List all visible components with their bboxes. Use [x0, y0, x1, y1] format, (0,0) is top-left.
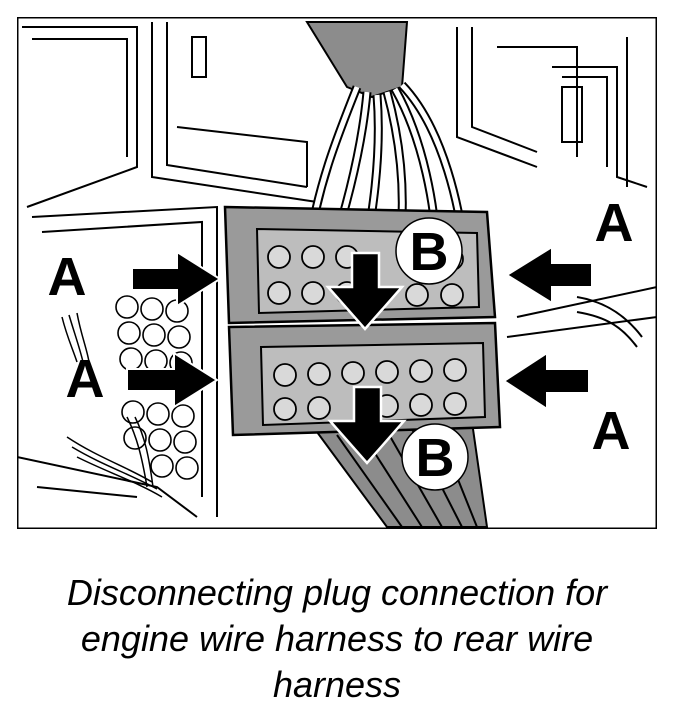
- squeeze-arrows: [126, 245, 593, 411]
- callout-labels: A A A A B B: [48, 193, 634, 488]
- callout-a-bottom-left: A: [66, 349, 105, 409]
- caption-line-3: harness: [272, 664, 402, 705]
- pull-arrows: [325, 251, 407, 465]
- callout-a-bottom-right: A: [592, 401, 631, 461]
- arrow-a-top-left: [131, 250, 222, 308]
- b-circles: [395, 217, 469, 491]
- callout-b-top: B: [410, 222, 449, 282]
- callout-a-top-right: A: [595, 193, 634, 253]
- lower-left-wires: [61, 312, 163, 498]
- background-chassis: [17, 22, 657, 518]
- lower-connector: [227, 321, 502, 437]
- arrow-a-bottom-right: [502, 351, 590, 411]
- arrow-a-bottom-left: [126, 351, 219, 409]
- illustration-svg: A A A A B B: [17, 17, 657, 529]
- caption-line-1: Disconnecting plug connection for: [66, 572, 608, 613]
- figure-caption: Disconnecting plug connection for engine…: [0, 570, 674, 708]
- connector-illustration: A A A A B B: [17, 17, 657, 529]
- arrow-b-bottom: [327, 385, 407, 465]
- arrow-a-top-right: [505, 245, 593, 305]
- caption-line-2: engine wire harness to rear wire: [80, 618, 594, 659]
- callout-b-bottom: B: [416, 428, 455, 488]
- arrow-b-top: [325, 251, 405, 331]
- callout-a-top-left: A: [48, 247, 87, 307]
